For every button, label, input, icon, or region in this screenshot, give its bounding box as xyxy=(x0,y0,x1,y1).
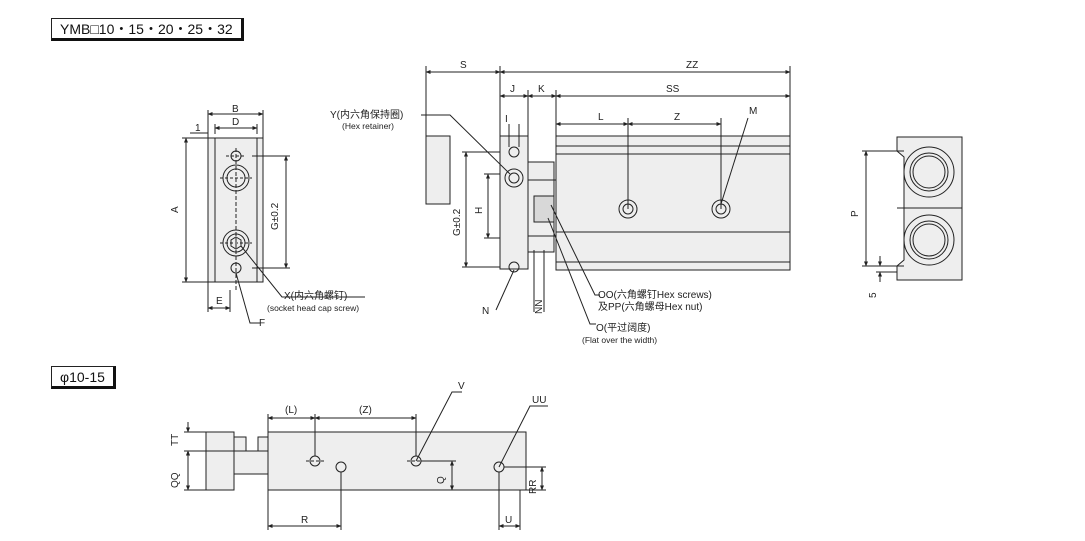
label-P: P xyxy=(850,210,861,217)
label-Z: Z xyxy=(674,112,680,123)
label-H: H xyxy=(474,207,485,214)
label-M: M xyxy=(749,106,757,117)
label-QQ: QQ xyxy=(170,472,181,488)
label-TT: TT xyxy=(170,434,181,446)
side-view xyxy=(421,66,791,325)
side-body xyxy=(555,135,791,271)
side-end-plate xyxy=(499,135,529,270)
callout-y-en: (Hex retainer) xyxy=(342,121,394,131)
label-Z-paren: (Z) xyxy=(359,405,372,416)
callout-oo-line1: OO(六角螺钉Hex screws) xyxy=(598,289,712,301)
front-holes xyxy=(220,148,252,292)
callout-y-zh: Y(内六角保持圈) xyxy=(330,108,403,121)
callout-x-en: (socket head cap screw) xyxy=(267,303,359,313)
callout-o-zh: O(平过阔度) xyxy=(596,321,650,334)
label-J: J xyxy=(510,84,515,95)
label-D: D xyxy=(232,117,239,128)
label-V: V xyxy=(458,381,465,392)
label-S: S xyxy=(460,60,467,71)
label-SS: SS xyxy=(666,84,680,95)
series-title-tag: YMB□10・15・20・25・32 xyxy=(51,18,244,41)
end-view-labels: P 5 xyxy=(850,210,879,298)
side-view-labels: S ZZ J K SS L Z M I G±0.2 H N NN Y(内六角保持… xyxy=(330,60,757,345)
label-G-side: G±0.2 xyxy=(452,208,463,236)
bore-section-tag: φ10-15 xyxy=(51,366,116,389)
label-N: N xyxy=(482,306,489,317)
callout-x-zh: X(内六角螺钉) xyxy=(284,289,347,302)
label-RR: RR xyxy=(528,480,539,494)
label-L-paren: (L) xyxy=(285,405,297,416)
bottom-view-labels: (L) (Z) V UU TT QQ Q RR R U xyxy=(170,381,546,526)
label-L: L xyxy=(598,112,604,123)
end-view xyxy=(862,136,963,282)
label-Q: Q xyxy=(436,476,447,484)
label-F: F xyxy=(259,318,265,329)
label-ZZ: ZZ xyxy=(686,60,698,71)
bottom-view xyxy=(184,391,548,530)
label-K: K xyxy=(538,84,545,95)
label-I: I xyxy=(505,114,508,125)
label-G: G±0.2 xyxy=(270,202,281,230)
label-A: A xyxy=(170,206,181,213)
label-U: U xyxy=(505,515,512,526)
label-1: 1 xyxy=(195,123,201,134)
label-R: R xyxy=(301,515,308,526)
callout-oo-line2: 及PP(六角螺母Hex nut) xyxy=(598,301,702,313)
label-5: 5 xyxy=(868,292,879,298)
front-view xyxy=(182,110,365,324)
label-NN: NN xyxy=(534,300,545,314)
callout-o-en: (Flat over the width) xyxy=(582,335,657,345)
label-UU: UU xyxy=(532,395,546,406)
front-view-labels: B D 1 A G±0.2 E F X(内六角螺钉) (socket head … xyxy=(170,104,359,329)
label-E: E xyxy=(216,296,223,307)
label-B: B xyxy=(232,104,239,115)
